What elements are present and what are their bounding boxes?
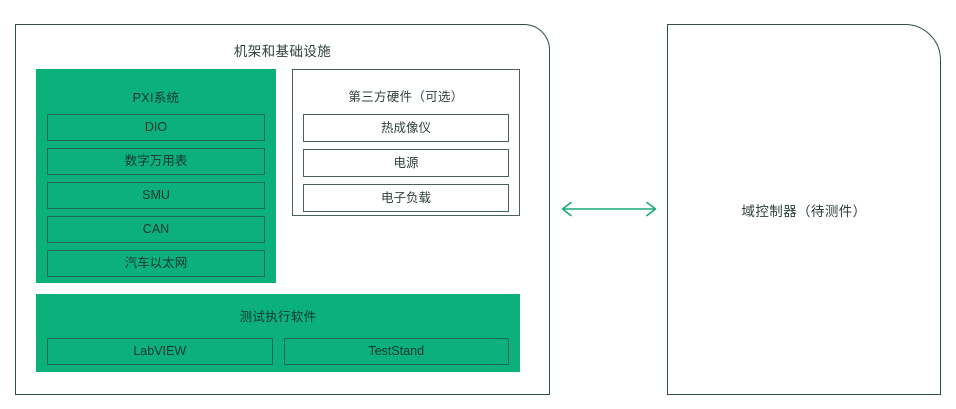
software-item-teststand[interactable]: TestStand bbox=[283, 338, 509, 365]
test-execution-software-title: 测试执行软件 bbox=[239, 310, 317, 324]
test-execution-software-block: 测试执行软件 LabVIEW TestStand bbox=[36, 294, 520, 372]
connector-arrow bbox=[557, 199, 661, 219]
third-party-item-power-supply[interactable]: 电源 bbox=[303, 149, 509, 177]
double-headed-arrow-icon bbox=[561, 201, 657, 217]
pxi-item-smu[interactable]: SMU bbox=[47, 182, 265, 209]
pxi-system-block: PXI系统 DIO 数字万用表 SMU CAN 汽车以太网 bbox=[36, 69, 276, 283]
third-party-item-list: 热成像仪 电源 电子负载 bbox=[303, 114, 509, 212]
software-item-labview[interactable]: LabVIEW bbox=[47, 338, 273, 365]
pxi-item-automotive-ethernet[interactable]: 汽车以太网 bbox=[47, 250, 265, 277]
pxi-item-dmm[interactable]: 数字万用表 bbox=[47, 148, 265, 175]
test-execution-software-item-list: LabVIEW TestStand bbox=[47, 338, 509, 365]
domain-controller-panel: 域控制器（待测件） bbox=[667, 24, 941, 395]
pxi-item-dio[interactable]: DIO bbox=[47, 114, 265, 141]
third-party-hardware-block: 第三方硬件（可选） 热成像仪 电源 电子负载 bbox=[292, 69, 520, 216]
third-party-item-thermal-imager[interactable]: 热成像仪 bbox=[303, 114, 509, 142]
rack-panel-title: 机架和基础设施 bbox=[233, 44, 332, 59]
third-party-hardware-title: 第三方硬件（可选） bbox=[348, 90, 464, 104]
domain-controller-label: 域控制器（待测件） bbox=[741, 203, 867, 219]
pxi-item-can[interactable]: CAN bbox=[47, 216, 265, 243]
pxi-item-list: DIO 数字万用表 SMU CAN 汽车以太网 bbox=[47, 114, 265, 277]
third-party-item-electronic-load[interactable]: 电子负载 bbox=[303, 184, 509, 212]
pxi-system-title: PXI系统 bbox=[132, 91, 180, 105]
